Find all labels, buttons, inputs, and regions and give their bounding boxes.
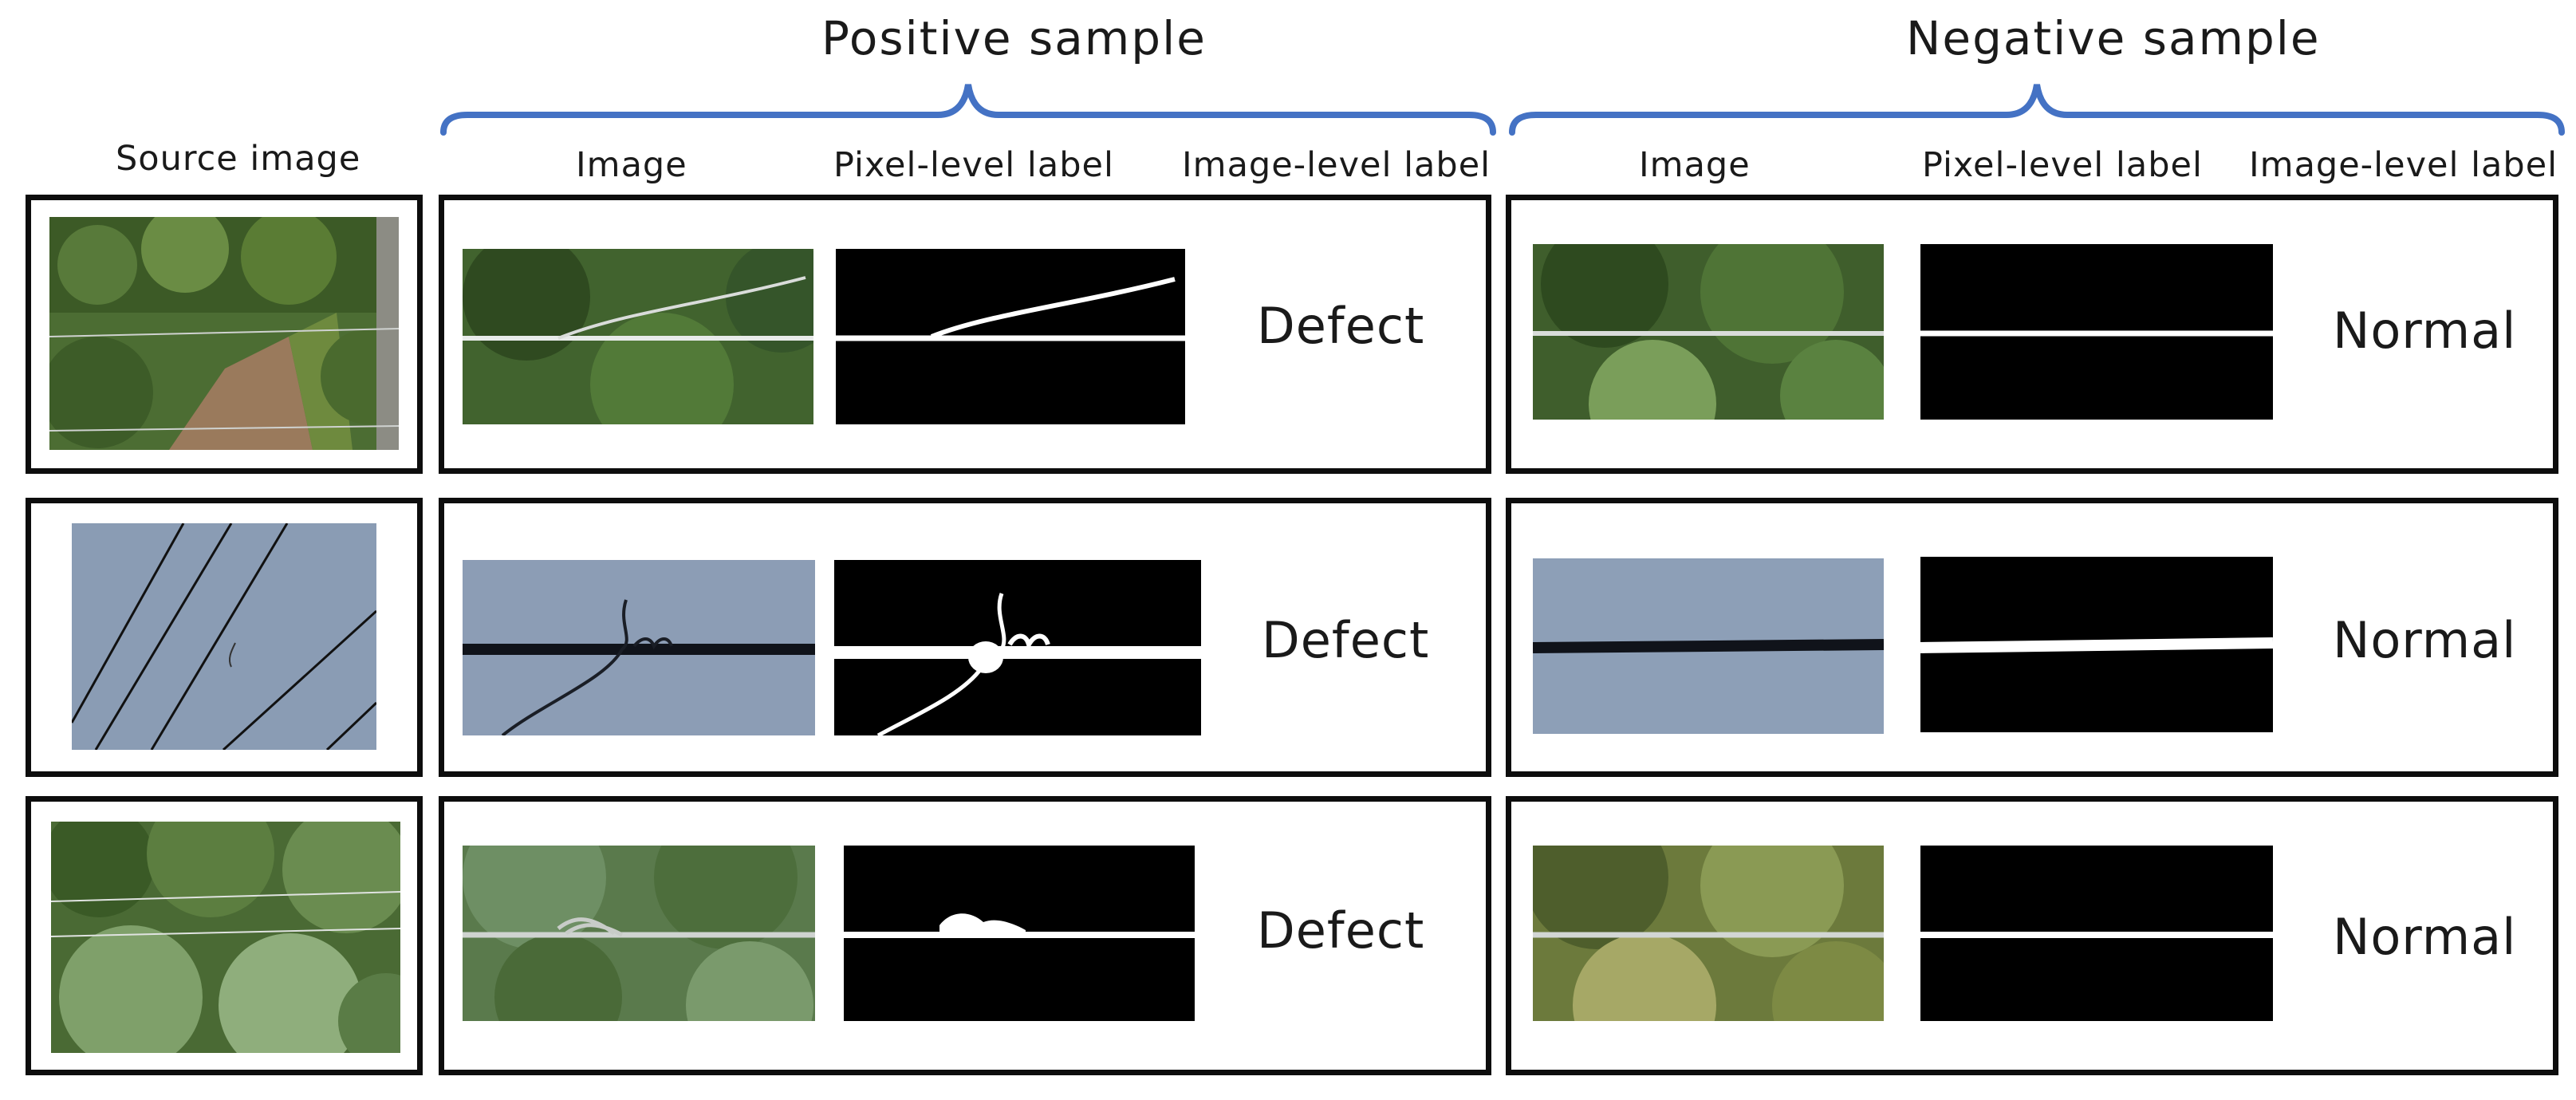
negative-sample-title: Negative sample — [1906, 11, 2321, 65]
row3-negative-frame — [1506, 796, 2558, 1075]
row3-positive-pixel-label — [844, 846, 1195, 1021]
row1-negative-pixel-label — [1920, 244, 2273, 420]
row2-negative-image-level-label: Normal — [2333, 611, 2517, 669]
row3-positive-frame — [439, 796, 1491, 1075]
row1-negative-image-level-label: Normal — [2333, 302, 2517, 360]
negative-pixel-label-header: Pixel-level label — [1922, 145, 2203, 185]
row2-positive-image — [463, 560, 815, 735]
row1-positive-image — [463, 249, 813, 424]
row2-positive-image-level-label: Defect — [1262, 611, 1430, 669]
row1-source-image — [49, 217, 399, 450]
negative-sample-brace — [1509, 84, 2565, 136]
positive-sample-brace — [440, 84, 1496, 136]
row3-negative-image-level-label: Normal — [2333, 908, 2517, 966]
positive-pixel-label-header: Pixel-level label — [833, 145, 1114, 185]
row3-negative-pixel-label — [1920, 846, 2273, 1021]
row1-negative-frame — [1506, 195, 2558, 474]
row3-positive-image-level-label: Defect — [1257, 901, 1425, 960]
positive-sample-title: Positive sample — [821, 11, 1207, 65]
row2-positive-pixel-label — [834, 560, 1201, 735]
row3-negative-image — [1533, 846, 1884, 1021]
row2-positive-frame — [439, 498, 1491, 777]
source-image-header: Source image — [116, 139, 361, 179]
row2-source-frame — [26, 498, 423, 777]
row1-positive-pixel-label — [836, 249, 1185, 424]
positive-image-level-label-header: Image-level label — [1182, 145, 1491, 185]
row1-source-frame — [26, 195, 423, 474]
negative-image-level-label-header: Image-level label — [2249, 145, 2558, 185]
row1-positive-image-level-label: Defect — [1257, 297, 1425, 355]
negative-image-header: Image — [1639, 145, 1751, 185]
row1-positive-frame — [439, 195, 1491, 474]
row2-negative-frame — [1506, 498, 2558, 777]
row3-positive-image — [463, 846, 815, 1021]
row1-negative-image — [1533, 244, 1884, 420]
row3-source-frame — [26, 796, 423, 1075]
row3-source-image — [51, 822, 400, 1053]
positive-image-header: Image — [576, 145, 687, 185]
row2-negative-pixel-label — [1920, 557, 2273, 732]
row2-source-image — [72, 523, 376, 750]
row2-negative-image — [1533, 558, 1884, 734]
